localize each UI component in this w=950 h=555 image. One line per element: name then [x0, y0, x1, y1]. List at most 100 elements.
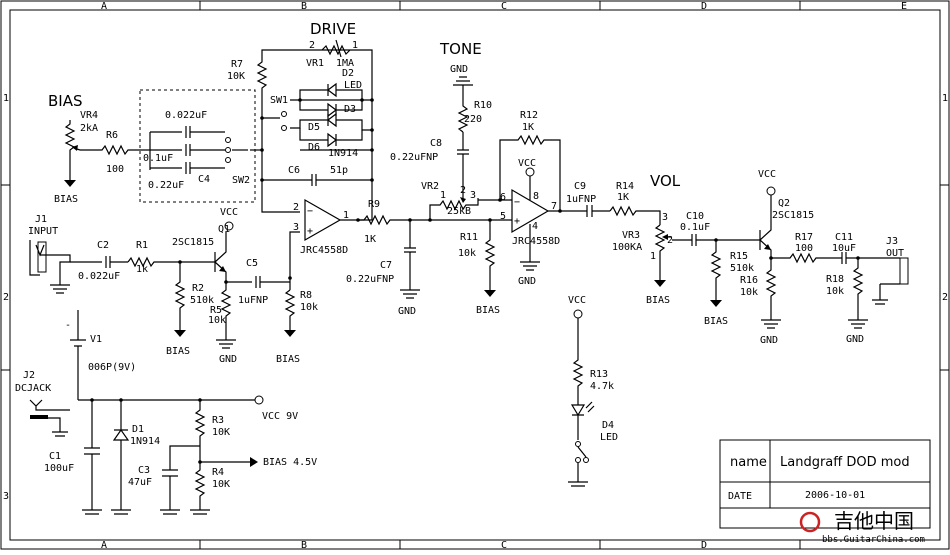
r9-ref: R9 [368, 199, 380, 210]
r12-ref: R12 [520, 110, 538, 121]
c2-value: 0.022uF [78, 271, 120, 282]
section-title-drive: DRIVE [310, 20, 356, 38]
c7-value: 0.22uFNP [346, 274, 394, 285]
vr3-value: 100KA [612, 242, 642, 253]
opamp2-pin-minus: 6 [500, 192, 506, 203]
vr4-potentiometer: VR4 2kA BIAS [54, 110, 98, 205]
j2-value: DCJACK [15, 383, 51, 394]
vr4-value: 2kA [80, 123, 98, 134]
c5-ref: C5 [246, 258, 258, 269]
r7-ref: R7 [231, 59, 243, 70]
d4-ref: D4 [602, 420, 614, 431]
r13-ref: R13 [590, 369, 608, 380]
col-label-c: C [501, 1, 507, 12]
c9-ref: C9 [574, 181, 586, 192]
opamp2-pin-gnd: 4 [532, 221, 538, 232]
r15-ref: R15 [730, 251, 748, 262]
opamp2-part: JRC4558D [512, 236, 560, 247]
c-01-value: 0.1uF [143, 153, 173, 164]
opamp2-pin-out: 7 [551, 201, 557, 212]
d1-value: 1N914 [130, 436, 160, 447]
drive-stage: R7 10K 2 1 VR1 1MA SW1 D2 LED D3 D5 D6 1… [227, 39, 374, 290]
r10-ref: R10 [474, 100, 492, 111]
c1-value: 100uF [44, 463, 74, 474]
title-date-value: 2006-10-01 [805, 490, 865, 501]
c11-ref: C11 [835, 232, 853, 243]
r2-ref: R2 [192, 283, 204, 294]
bias45-net: BIAS 4.5V [263, 457, 317, 468]
q2-ref: Q2 [778, 198, 790, 209]
r16-gnd-net: GND [760, 335, 778, 346]
vr4-ref: VR4 [80, 110, 98, 121]
opamp2-plus-sign: + [514, 216, 520, 227]
j3-value: OUT [886, 248, 904, 259]
r12-value: 1K [522, 122, 534, 133]
d1-ref: D1 [132, 424, 144, 435]
c2-ref: C2 [97, 240, 109, 251]
c6-ref: C6 [288, 165, 300, 176]
title-date-label: DATE [728, 491, 752, 502]
opamp2-pin-vcc: 8 [533, 191, 539, 202]
r1-value: 1k [136, 264, 148, 275]
bias-block: VR4 2kA BIAS R6 100 0.022uF 0.1uF 0.22uF… [54, 89, 264, 205]
power-stage: - V1 006P(9V) J2 DCJACK C1 100uF D1 1N91… [15, 310, 317, 515]
c7-gnd-net: GND [398, 306, 416, 317]
r8-ref: R8 [300, 290, 312, 301]
volume-stage: C9 1uFNP R14 1K 3 2 1 VR3 100KA BIAS C10… [566, 169, 909, 346]
c10-value: 0.1uF [680, 222, 710, 233]
vr2-value: 25kB [447, 206, 471, 217]
r3-value: 10K [212, 427, 230, 438]
r2-bias-net: BIAS [166, 346, 190, 357]
d5-ref: D5 [308, 122, 320, 133]
r1-ref: R1 [136, 240, 148, 251]
r6-value: 100 [106, 164, 124, 175]
q1-value: 2SC1815 [172, 237, 214, 248]
v1-ref: V1 [90, 334, 102, 345]
r3-ref: R3 [212, 415, 224, 426]
c-0022-value: 0.022uF [165, 110, 207, 121]
vr2-pin1: 1 [440, 190, 446, 201]
opamp2-gnd-net: GND [518, 276, 536, 287]
vr4-bias-net: BIAS [54, 194, 78, 205]
c3-value: 47uF [128, 477, 152, 488]
vr3-bias-net: BIAS [646, 295, 670, 306]
r8-value: 10k [300, 302, 318, 313]
r7-value: 10K [227, 71, 245, 82]
q1-ref: Q1 [218, 224, 230, 235]
r2-value: 510k [190, 295, 214, 306]
r11-ref: R11 [460, 232, 478, 243]
col-label-e: E [901, 1, 907, 12]
col-label-a: A [101, 1, 107, 12]
section-title-bias: BIAS [48, 92, 83, 110]
title-name-label: name [730, 455, 767, 470]
led-indicator: VCC R13 4.7k D4 LED [568, 295, 618, 487]
d2-ref: D2 [342, 68, 354, 79]
opamp2-minus-sign: − [514, 197, 520, 208]
sw2-ref: SW2 [232, 175, 250, 186]
c11-value: 10uF [832, 243, 856, 254]
watermark: 吉他中国 bbs.GuitarChina.com [799, 509, 925, 545]
watermark-sub: bbs.GuitarChina.com [822, 535, 925, 545]
r18-gnd-net: GND [846, 334, 864, 345]
c10-ref: C10 [686, 211, 704, 222]
row-label-3: 3 [3, 491, 9, 502]
r18-value: 10k [826, 286, 844, 297]
r10-value: 220 [464, 114, 482, 125]
opamp1-part: JRC4558D [300, 245, 348, 256]
col-label-b: B [301, 1, 307, 12]
r16-value: 10k [740, 287, 758, 298]
q1-vcc-net: VCC [220, 207, 238, 218]
watermark-logo-icon [799, 511, 821, 533]
r4-ref: R4 [212, 467, 224, 478]
vr3-pin1: 1 [650, 251, 656, 262]
r17-ref: R17 [795, 232, 813, 243]
c4-value: 0.22uF [148, 180, 184, 191]
row-label-2: 2 [3, 292, 9, 303]
r14-value: 1K [617, 192, 629, 203]
r15-bias-net: BIAS [704, 316, 728, 327]
r11-bias-net: BIAS [476, 305, 500, 316]
j1-value: INPUT [28, 226, 58, 237]
c9-value: 1uFNP [566, 194, 596, 205]
